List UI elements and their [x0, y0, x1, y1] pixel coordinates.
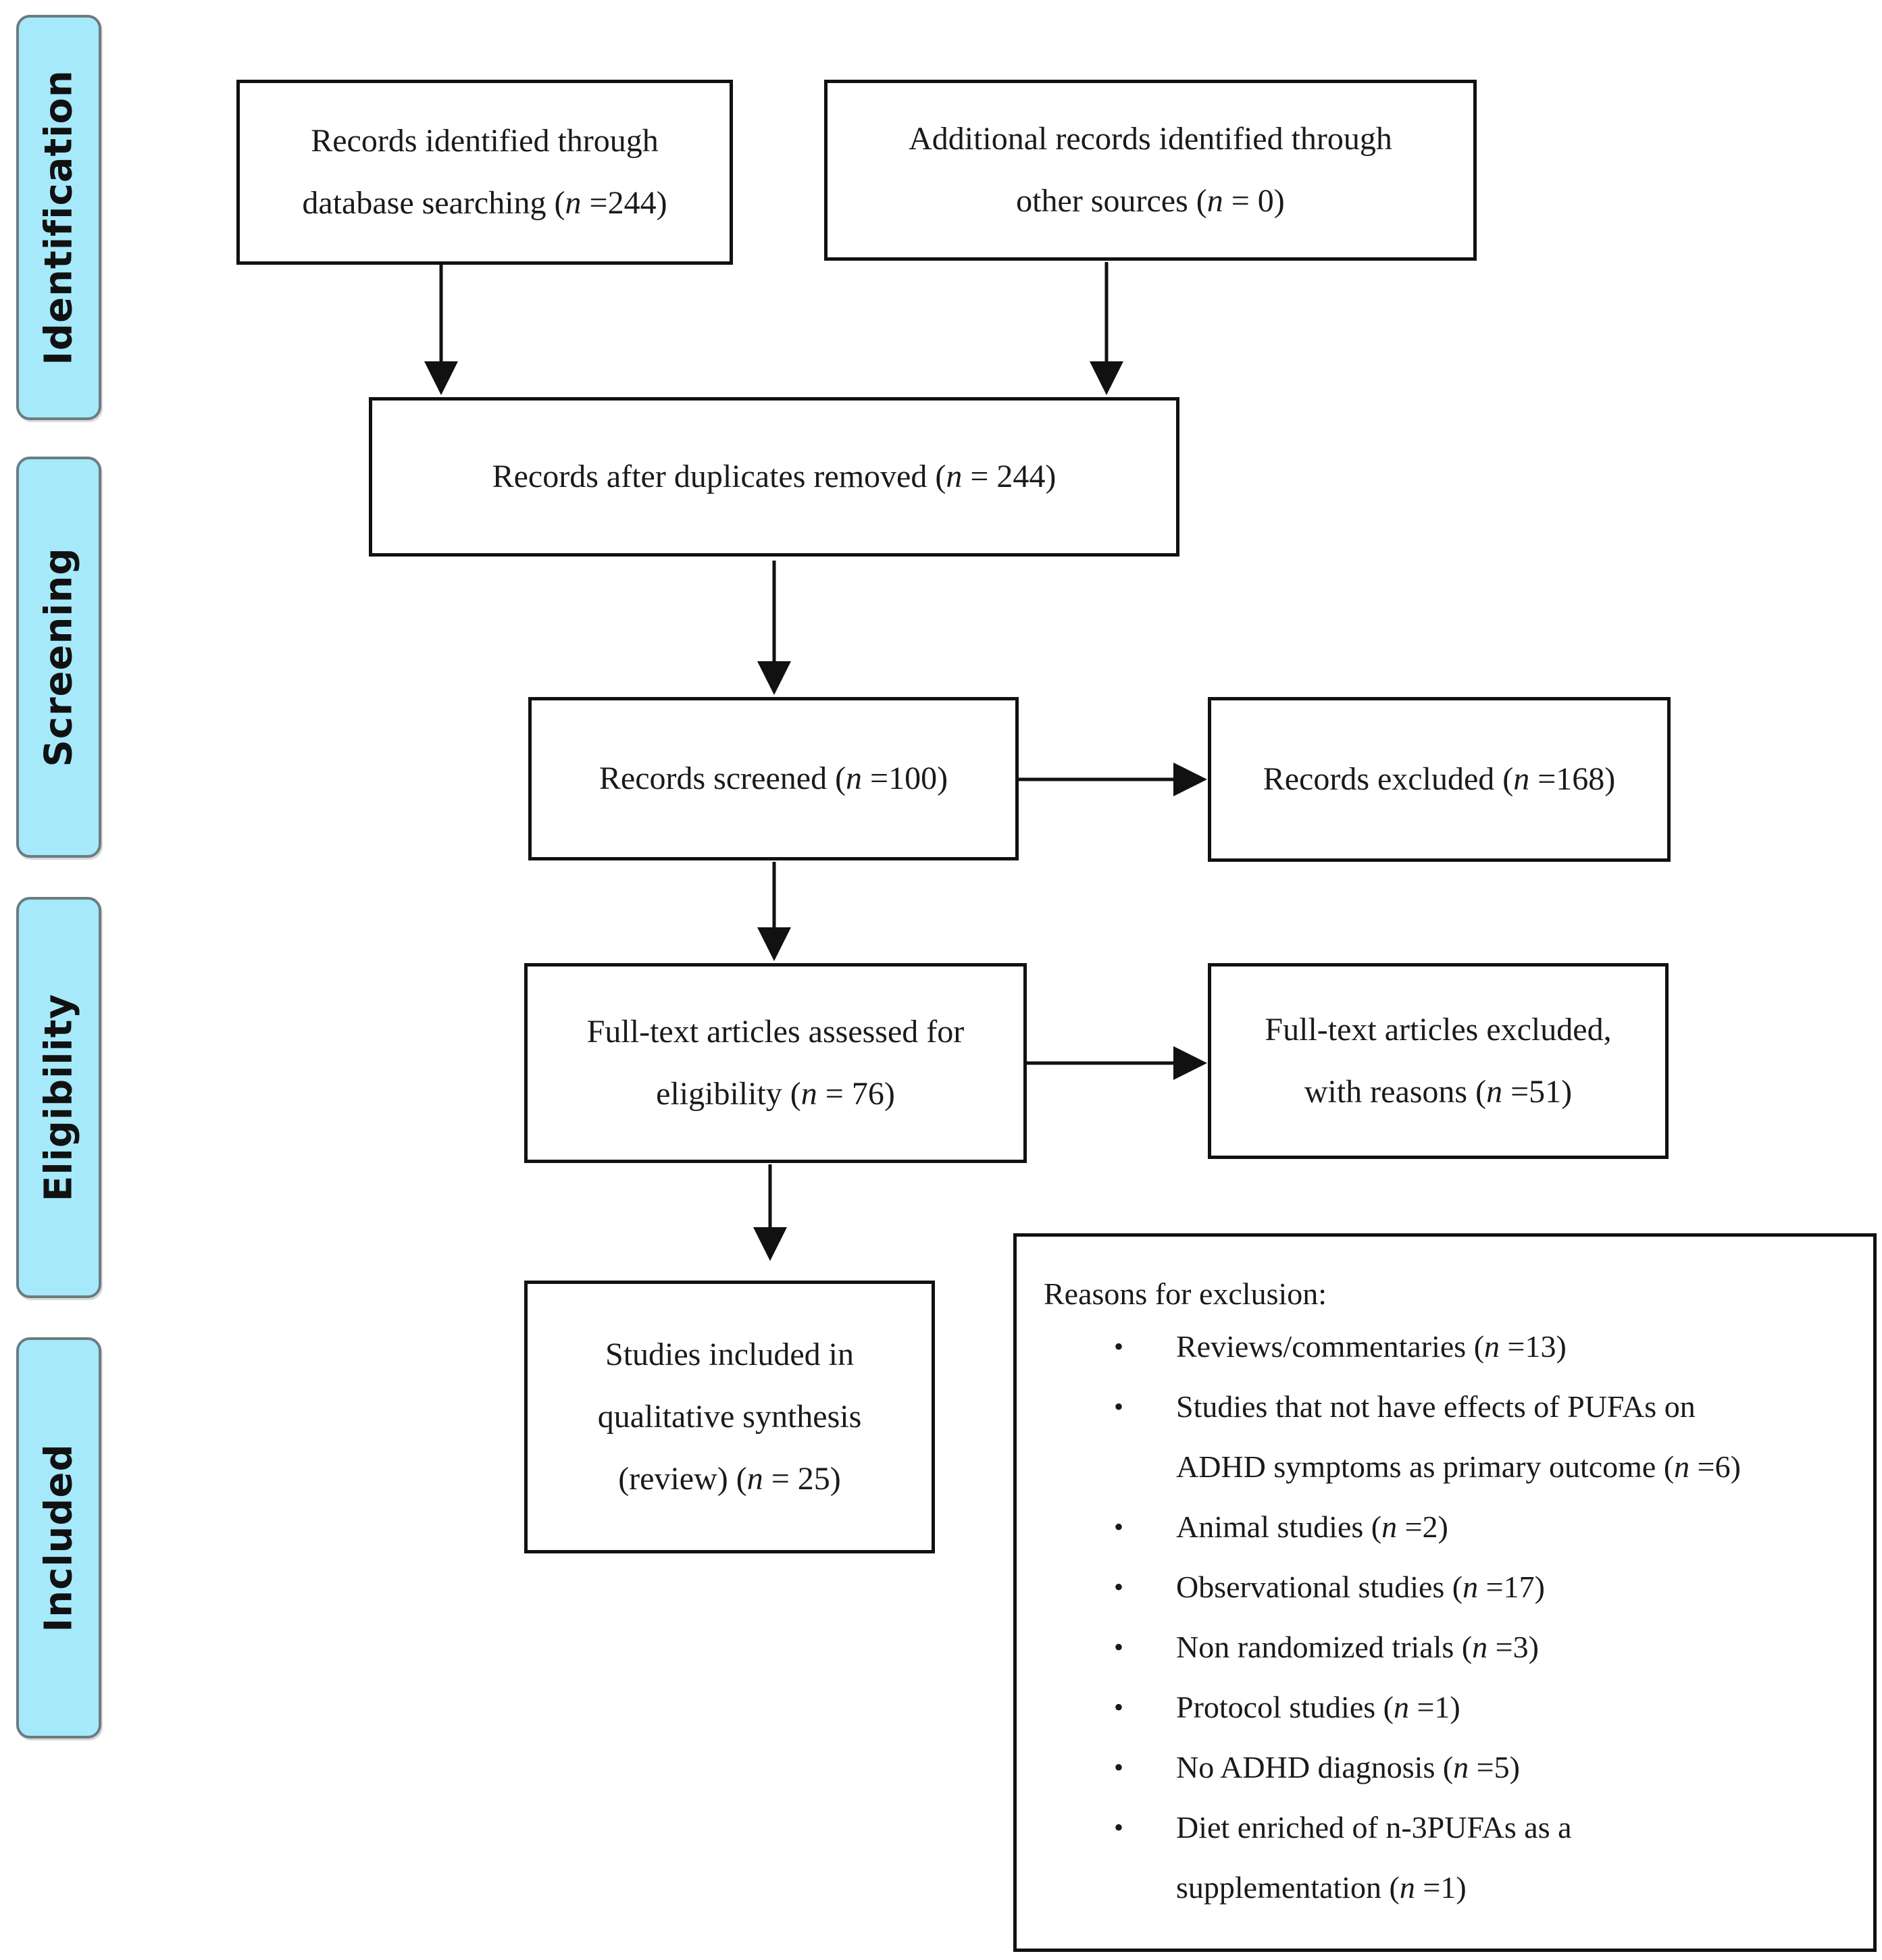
exclusion-reasons-title: Reasons for exclusion:: [1044, 1276, 1327, 1311]
studies-included-line3: (review) (n = 25): [618, 1461, 841, 1497]
studies-included-line1: Studies included in: [605, 1337, 854, 1372]
duplicates-removed-box: Records after duplicates removed (n = 24…: [369, 397, 1179, 557]
database-records-box: Records identified through database sear…: [236, 80, 733, 265]
other-sources-box: Additional records identified through ot…: [824, 80, 1477, 261]
records-excluded-text: Records excluded (n =168): [1263, 761, 1616, 797]
list-item: • Protocol studies (n =1): [1017, 1677, 1741, 1737]
exclusion-reasons-list: • Reviews/commentaries (n =13) • Studies…: [1017, 1316, 1741, 1917]
bullet-icon: •: [1114, 1391, 1124, 1422]
stage-label-identification: Identification: [16, 15, 101, 420]
exclusion-reasons-box: Reasons for exclusion: • Reviews/comment…: [1013, 1233, 1877, 1952]
fulltext-assessed-line1: Full-text articles assessed for: [586, 1014, 965, 1050]
bullet-icon: •: [1114, 1572, 1124, 1602]
list-item: • Diet enriched of n-3PUFAs as a supplem…: [1017, 1797, 1741, 1917]
fulltext-excluded-line2: with reasons (n =51): [1304, 1074, 1573, 1110]
fulltext-assessed-box: Full-text articles assessed for eligibil…: [524, 963, 1027, 1163]
fulltext-excluded-box: Full-text articles excluded, with reason…: [1208, 963, 1669, 1159]
bullet-icon: •: [1114, 1692, 1124, 1722]
bullet-icon: •: [1114, 1512, 1124, 1542]
studies-included-box: Studies included in qualitative synthesi…: [524, 1281, 935, 1553]
studies-included-line2: qualitative synthesis: [597, 1399, 862, 1435]
stage-label-included: Included: [16, 1337, 101, 1738]
fulltext-assessed-line2: eligibility (n = 76): [656, 1076, 895, 1112]
records-screened-text: Records screened (n =100): [599, 760, 948, 796]
records-screened-box: Records screened (n =100): [528, 697, 1019, 860]
list-item: • Reviews/commentaries (n =13): [1017, 1316, 1741, 1376]
duplicates-removed-text: Records after duplicates removed (n = 24…: [492, 459, 1057, 494]
bullet-icon: •: [1114, 1752, 1124, 1782]
database-records-line1: Records identified through: [311, 123, 659, 159]
list-item: • Observational studies (n =17): [1017, 1557, 1741, 1617]
other-sources-line1: Additional records identified through: [909, 121, 1392, 157]
stage-label-screening: Screening: [16, 457, 101, 858]
bullet-icon: •: [1114, 1331, 1124, 1362]
other-sources-line2: other sources (n = 0): [1016, 183, 1285, 219]
fulltext-excluded-line1: Full-text articles excluded,: [1265, 1012, 1612, 1048]
list-item: • Animal studies (n =2): [1017, 1497, 1741, 1557]
list-item: • Studies that not have effects of PUFAs…: [1017, 1376, 1741, 1497]
list-item: • No ADHD diagnosis (n =5): [1017, 1737, 1741, 1797]
bullet-icon: •: [1114, 1632, 1124, 1662]
bullet-icon: •: [1114, 1812, 1124, 1842]
records-excluded-box: Records excluded (n =168): [1208, 697, 1671, 862]
list-item: • Non randomized trials (n =3): [1017, 1617, 1741, 1677]
database-records-line2: database searching (n =244): [302, 185, 667, 221]
stage-label-eligibility: Eligibility: [16, 897, 101, 1298]
